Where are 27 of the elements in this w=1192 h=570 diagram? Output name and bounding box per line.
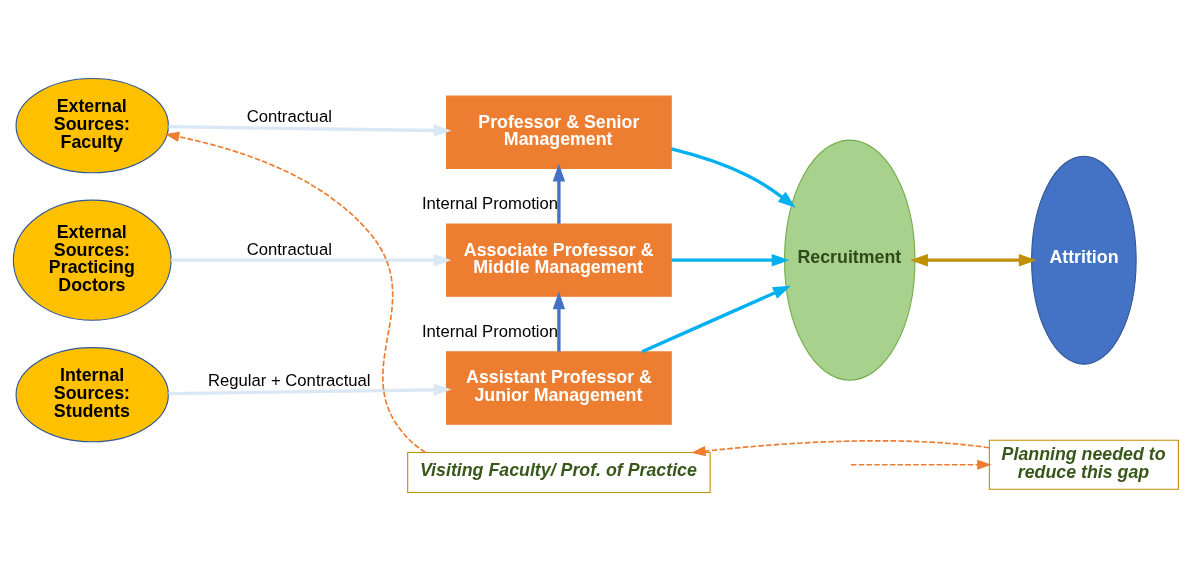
node-box: Visiting Faculty/ Prof. of Practice xyxy=(407,451,711,493)
arrow xyxy=(671,253,790,266)
node-ellipse: Attrition xyxy=(1031,155,1137,365)
arrow xyxy=(552,163,566,224)
edge-label: Internal Promotion xyxy=(421,321,559,341)
node-ellipse: External Sources: Practicing Doctors xyxy=(12,199,172,321)
edge-label: Internal Promotion xyxy=(421,193,559,213)
arrow xyxy=(850,459,992,470)
node-ellipse: Internal Sources: Students xyxy=(15,346,169,442)
arrow xyxy=(164,131,427,453)
arrow xyxy=(171,253,452,266)
edge-label: Contractual xyxy=(246,239,332,259)
arrow xyxy=(552,291,566,352)
node-box: Associate Professor & Middle Management xyxy=(446,222,672,297)
node-box: Assistant Professor & Junior Management xyxy=(446,350,672,425)
node-box: Professor & Senior Management xyxy=(446,95,672,169)
edge-label: Regular + Contractual xyxy=(208,370,371,390)
arrow xyxy=(691,439,991,456)
node-ellipse: External Sources: Faculty xyxy=(15,77,169,173)
arrow xyxy=(670,146,796,208)
edge-label: Contractual xyxy=(246,106,332,126)
arrow xyxy=(910,253,1037,266)
node-ellipse: Recruitment xyxy=(784,139,916,381)
arrow xyxy=(641,285,791,353)
node-box: Planning needed to reduce this gap xyxy=(988,439,1179,490)
arrow xyxy=(168,383,452,396)
arrow xyxy=(168,123,452,137)
